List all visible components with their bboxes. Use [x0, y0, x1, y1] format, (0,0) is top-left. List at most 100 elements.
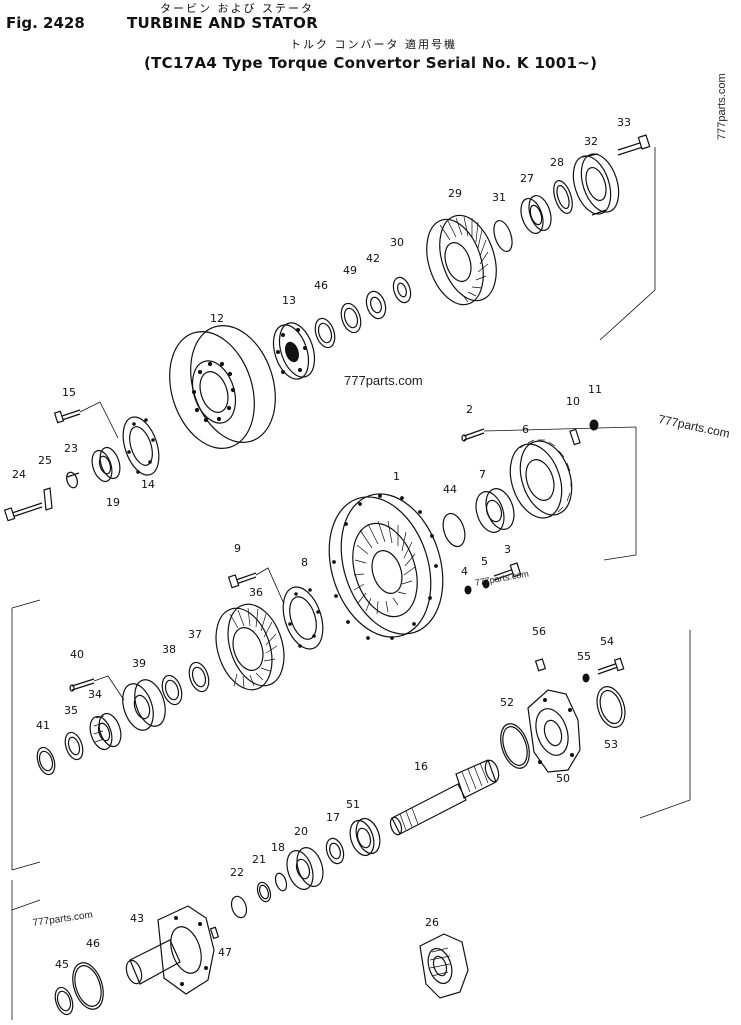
callout-23: 23: [64, 442, 78, 455]
callout-30: 30: [390, 236, 404, 249]
callout-39: 39: [132, 657, 146, 670]
callout-5: 5: [481, 555, 488, 568]
ring-35: [64, 731, 84, 761]
callout-36: 36: [249, 586, 263, 599]
ring-28: [553, 180, 573, 214]
callout-38: 38: [162, 643, 176, 656]
japanese-title: タービン および ステータ: [160, 2, 314, 15]
callout-28: 28: [550, 156, 564, 169]
bolt-54: [597, 657, 625, 675]
ring-45: [54, 986, 74, 1016]
bolt-15: [53, 409, 81, 424]
callout-11: 11: [588, 383, 602, 396]
callout-32: 32: [584, 135, 598, 148]
stator-36: [215, 603, 285, 691]
callout-29: 29: [448, 187, 462, 200]
nut-11: [589, 419, 599, 431]
callout-12: 12: [210, 312, 224, 325]
japanese-subtitle: トルク コンバータ 適用号機: [290, 38, 457, 51]
callout-26: 26: [425, 916, 439, 929]
watermark-vertical: 777parts.com: [716, 73, 728, 140]
callout-51: 51: [346, 798, 360, 811]
coupling-43: [125, 905, 215, 995]
washer-4: [464, 585, 472, 595]
washer-30: [392, 276, 412, 304]
lock-25: [43, 487, 53, 511]
callout-46: 46: [86, 937, 100, 950]
callout-46-upper: 46: [314, 279, 328, 292]
bearing-27: [520, 195, 552, 234]
callout-13: 13: [282, 294, 296, 307]
callout-9: 9: [234, 542, 241, 555]
ring-18: [274, 872, 288, 892]
shaft-16: [389, 759, 500, 836]
callout-15: 15: [62, 386, 76, 399]
callout-18: 18: [271, 841, 285, 854]
callout-17: 17: [326, 811, 340, 824]
callout-8: 8: [301, 556, 308, 569]
callout-44: 44: [443, 483, 457, 496]
ring-49: [340, 302, 362, 334]
callout-labels: 33 32 28 27 31 29 30 42 49 46 13 12 15 1…: [12, 116, 631, 971]
callout-24: 24: [12, 468, 26, 481]
plate-23: [66, 471, 80, 489]
plug-56: [534, 658, 547, 672]
callout-16: 16: [414, 760, 428, 773]
gasket-8: [282, 586, 324, 650]
callout-3: 3: [504, 543, 511, 556]
model-serial-line: (TC17A4 Type Torque Convertor Serial No.…: [144, 54, 598, 72]
pump-1: [328, 493, 444, 640]
bearing-7: [475, 488, 515, 533]
watermark-center: 777parts.com: [344, 373, 423, 388]
bolt-3: [493, 562, 522, 581]
snap-ring-44: [442, 512, 466, 548]
bolt-9: [227, 572, 257, 589]
ring-38: [161, 674, 183, 706]
turbine-12: [169, 325, 276, 449]
callout-34: 34: [88, 688, 102, 701]
callout-41: 41: [36, 719, 50, 732]
washer-42: [365, 290, 387, 320]
snap-ring-22: [230, 895, 248, 919]
gear-6: [509, 439, 573, 519]
callout-56: 56: [532, 625, 546, 638]
snap-ring-41: [36, 746, 56, 776]
callout-6: 6: [522, 423, 529, 436]
bearing-34: [89, 712, 122, 751]
callout-10: 10: [566, 395, 580, 408]
o-ring-46: [72, 962, 104, 1010]
bearing-housing-32: [572, 153, 620, 216]
callout-47: 47: [218, 946, 232, 959]
callout-14: 14: [141, 478, 155, 491]
bearing-20: [286, 847, 324, 890]
callout-50: 50: [556, 772, 570, 785]
bearing-19: [91, 446, 121, 483]
callout-22: 22: [230, 866, 244, 879]
ring-46-upper: [314, 317, 336, 349]
ring-17: [325, 837, 345, 865]
callout-35: 35: [64, 704, 78, 717]
washer-5: [482, 579, 490, 589]
callout-2: 2: [466, 403, 473, 416]
callout-54: 54: [600, 635, 614, 648]
pin-47: [209, 926, 220, 940]
figure-title: TURBINE AND STATOR: [127, 14, 319, 32]
ring-21: [256, 881, 272, 903]
gasket-14: [122, 416, 160, 476]
snap-ring-31: [493, 219, 513, 253]
callout-19: 19: [106, 496, 120, 509]
callout-21: 21: [252, 853, 266, 866]
callout-52: 52: [500, 696, 514, 709]
washer-10: [569, 428, 581, 446]
callout-55: 55: [577, 650, 591, 663]
callout-4: 4: [461, 565, 468, 578]
seal-53: [596, 686, 626, 728]
callout-43: 43: [130, 912, 144, 925]
callout-40: 40: [70, 648, 84, 661]
cover-26: [419, 933, 469, 999]
seal-51: [349, 817, 381, 857]
callout-7: 7: [479, 468, 486, 481]
callout-1: 1: [393, 470, 400, 483]
cover-50: [527, 689, 581, 773]
